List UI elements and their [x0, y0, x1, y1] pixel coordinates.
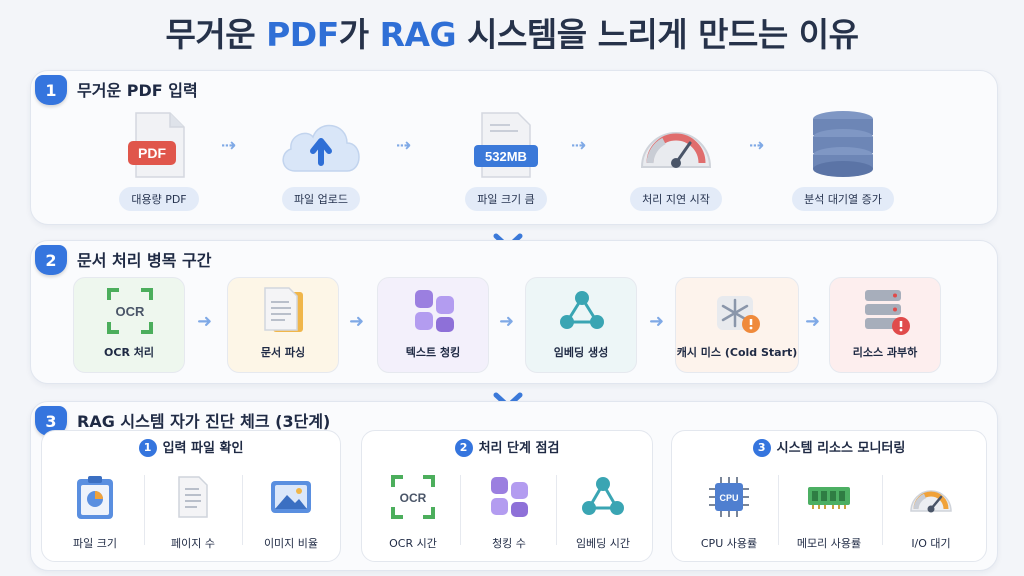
- metric-page-count: 페이지 수: [148, 473, 238, 551]
- svg-text:CPU: CPU: [719, 493, 738, 503]
- flow-arrow-icon: ⇢: [221, 135, 237, 156]
- image-icon: [271, 481, 311, 513]
- step-large-pdf: PDF 대용량 PDF: [109, 109, 209, 211]
- step-label: 문서 파싱: [260, 346, 306, 359]
- pages-icon: [178, 476, 208, 518]
- speedometer-icon: [640, 132, 712, 168]
- ocr-scan-icon: OCR: [391, 475, 435, 519]
- step-label: 분석 대기열 증가: [792, 187, 894, 211]
- ocr-icon-text: OCR: [116, 304, 146, 319]
- pdf-file-icon: PDF: [128, 112, 185, 178]
- divider: [778, 475, 779, 545]
- flow-arrow-icon: ➜: [349, 311, 365, 332]
- step-label: 텍스트 청킹: [405, 346, 461, 359]
- embedding-graph-icon: [582, 477, 624, 515]
- clipboard-chart-icon: [77, 476, 113, 519]
- ocr-scan-icon: OCR: [107, 288, 153, 334]
- step-processing-delay: 처리 지연 시작: [621, 109, 731, 211]
- step-label: 캐시 미스 (Cold Start): [676, 346, 798, 359]
- step-ocr-processing: OCR OCR 처리: [73, 277, 185, 373]
- step-label: 리소스 과부하: [852, 346, 918, 359]
- page-title: 무거운 PDF가 RAG 시스템을 느리게 만드는 이유: [165, 15, 859, 54]
- step-large-file: 532MB 파일 크기 큼: [451, 109, 561, 211]
- step-text-chunking: 텍스트 청킹: [377, 277, 489, 373]
- flow-arrow-icon: ⇢: [749, 135, 765, 156]
- step-cache-miss: 캐시 미스 (Cold Start): [675, 277, 799, 373]
- divider: [144, 475, 145, 545]
- divider: [882, 475, 883, 545]
- step-resource-overload: 리소스 과부하: [829, 277, 941, 373]
- metric-image-ratio: 이미지 비율: [246, 473, 336, 551]
- svg-text:OCR: OCR: [400, 491, 427, 505]
- section-title: 무거운 PDF 입력: [77, 81, 198, 100]
- step-label: 파일 크기 큼: [465, 187, 547, 211]
- flow-arrow-icon: ⇢: [571, 135, 587, 156]
- cache-miss-snowflake-icon: [717, 296, 760, 333]
- section-title: 문서 처리 병목 구간: [77, 251, 212, 270]
- server-overload-icon: [865, 290, 910, 335]
- flow-arrow-icon: ⇢: [396, 135, 412, 156]
- metric-memory-usage: 메모리 사용률: [784, 473, 874, 551]
- io-gauge-icon: [910, 490, 952, 513]
- flow-arrow-icon: ➜: [805, 311, 821, 332]
- section-document-bottleneck: 2 문서 처리 병목 구간 OCR OCR 처리 ➜ 문서 파싱 ➜ 텍스트 청…: [30, 240, 998, 384]
- step-label: 대용량 PDF: [119, 187, 199, 211]
- metric-ocr-time: OCR OCR 시간: [368, 473, 458, 551]
- embedding-graph-icon: [560, 291, 604, 329]
- metric-io-wait: I/O 대기: [886, 473, 976, 551]
- section-number-badge: 2: [35, 245, 67, 275]
- step-label: 처리 지연 시작: [630, 187, 722, 211]
- cpu-chip-icon: CPU: [709, 477, 749, 517]
- document-icon: [264, 287, 303, 332]
- metric-cpu-usage: CPU CPU 사용률: [684, 473, 774, 551]
- cloud-upload-icon: [282, 124, 360, 172]
- divider: [460, 475, 461, 545]
- database-icon: [813, 111, 873, 177]
- step-analysis-queue: 분석 대기열 증가: [783, 109, 903, 211]
- flow-arrow-icon: ➜: [499, 311, 515, 332]
- section-title: RAG 시스템 자가 진단 체크 (3단계): [77, 412, 331, 431]
- large-file-icon: 532MB: [474, 112, 538, 178]
- chunks-icon: [415, 290, 454, 332]
- file-size-text: 532MB: [485, 149, 527, 164]
- step-document-parsing: 문서 파싱: [227, 277, 339, 373]
- flow-arrow-icon: ➜: [649, 311, 665, 332]
- flow-arrow-icon: ➜: [197, 311, 213, 332]
- pdf-icon-text: PDF: [138, 145, 166, 161]
- step-label: 임베딩 생성: [553, 346, 609, 359]
- section-number-badge: 1: [35, 75, 67, 105]
- metric-file-size: 파일 크기: [50, 473, 140, 551]
- divider: [242, 475, 243, 545]
- step-file-upload: 파일 업로드: [271, 109, 371, 211]
- memory-ram-icon: [808, 487, 850, 509]
- step-label: OCR 처리: [104, 346, 154, 359]
- metric-embedding-time: 임베딩 시간: [558, 473, 648, 551]
- divider: [556, 475, 557, 545]
- step-embedding-generation: 임베딩 생성: [525, 277, 637, 373]
- section-heavy-pdf-input: 1 무거운 PDF 입력 PDF 대용량 PDF ⇢ 파일 업로드 ⇢ 532M…: [30, 70, 998, 225]
- metric-chunk-count: 청킹 수: [464, 473, 554, 551]
- chunks-icon: [491, 477, 528, 517]
- step-label: 파일 업로드: [281, 187, 361, 211]
